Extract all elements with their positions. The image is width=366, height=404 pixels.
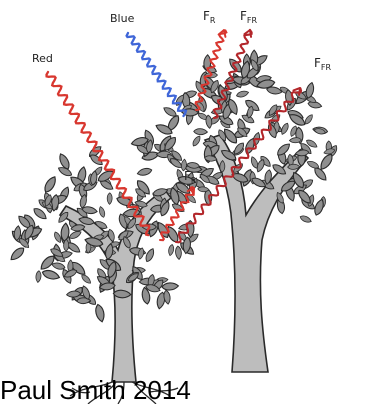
leaf-icon	[94, 304, 106, 323]
leaf-icon	[162, 282, 179, 290]
leaf-icon	[205, 115, 212, 129]
ffr-label-right: FFR	[314, 56, 332, 72]
short-tree-canopy	[9, 144, 200, 322]
leaf-icon	[318, 152, 335, 171]
blue-label: Blue	[110, 12, 135, 25]
leaf-icon	[107, 193, 112, 205]
leaf-icon	[80, 273, 92, 285]
fr-label-top: FR	[203, 9, 216, 25]
red-label: Red	[32, 52, 53, 65]
leaf-icon	[38, 254, 56, 272]
blue-light-ray	[127, 33, 186, 116]
leaf-icon	[9, 246, 26, 263]
image-credit: Paul Smith 2014	[0, 376, 366, 404]
leaf-icon	[194, 128, 208, 134]
leaf-icon	[168, 244, 175, 256]
leaf-icon	[41, 269, 60, 281]
ffr-label-top: FFR	[240, 9, 258, 25]
leaf-icon	[299, 214, 312, 224]
leaf-icon	[42, 175, 58, 194]
short-tree	[9, 144, 200, 404]
leaf-icon	[236, 90, 250, 99]
leaf-icon	[137, 167, 153, 177]
leaf-icon	[98, 206, 106, 218]
leaf-icon	[35, 271, 41, 283]
leaf-icon	[144, 247, 156, 263]
leaf-icon	[175, 246, 182, 260]
leaf-icon	[191, 135, 202, 148]
